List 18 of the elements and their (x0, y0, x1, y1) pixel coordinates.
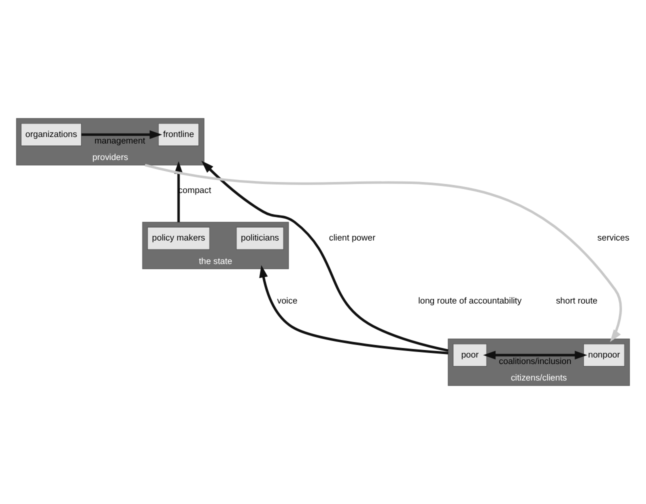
edge-label: client power (329, 232, 376, 243)
edge-label: services (597, 232, 630, 243)
arrow (259, 265, 448, 354)
edge-label: voice (277, 295, 298, 306)
label: short route (556, 295, 598, 306)
arrow (201, 160, 448, 352)
node-box: frontline (158, 123, 200, 146)
node-box: poor (452, 344, 487, 367)
arrow (81, 130, 162, 139)
node-box: policy makers (147, 226, 210, 250)
arrow (483, 350, 588, 360)
node-box: organizations (20, 123, 82, 146)
label: long route of accountability (418, 295, 522, 306)
edge-label: management (94, 135, 146, 146)
arrow (144, 164, 622, 342)
edge-label: coalitions/inclusion (498, 356, 572, 366)
node-box: nonpoor (583, 344, 625, 367)
node-box: politicians (236, 226, 284, 250)
